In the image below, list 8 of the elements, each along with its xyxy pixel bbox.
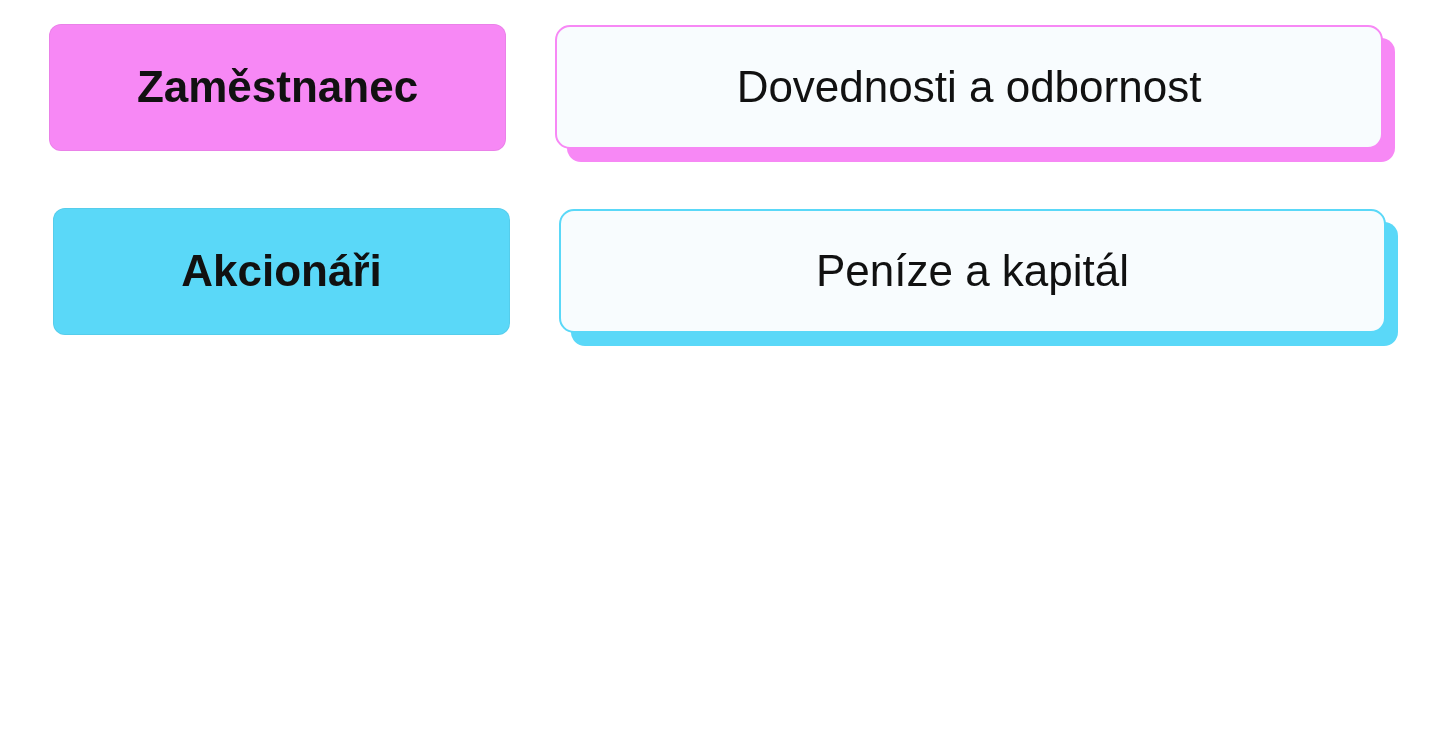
role-label: Zaměstnanec — [136, 62, 419, 113]
resource-box — [559, 209, 1398, 346]
role-box — [53, 208, 510, 335]
resource-label: Dovednosti a odbornost — [736, 61, 1202, 113]
resource-label: Peníze a kapitál — [815, 245, 1130, 297]
resource-box — [555, 25, 1395, 162]
role-box — [49, 24, 506, 151]
role-label: Akcionáři — [181, 246, 382, 297]
